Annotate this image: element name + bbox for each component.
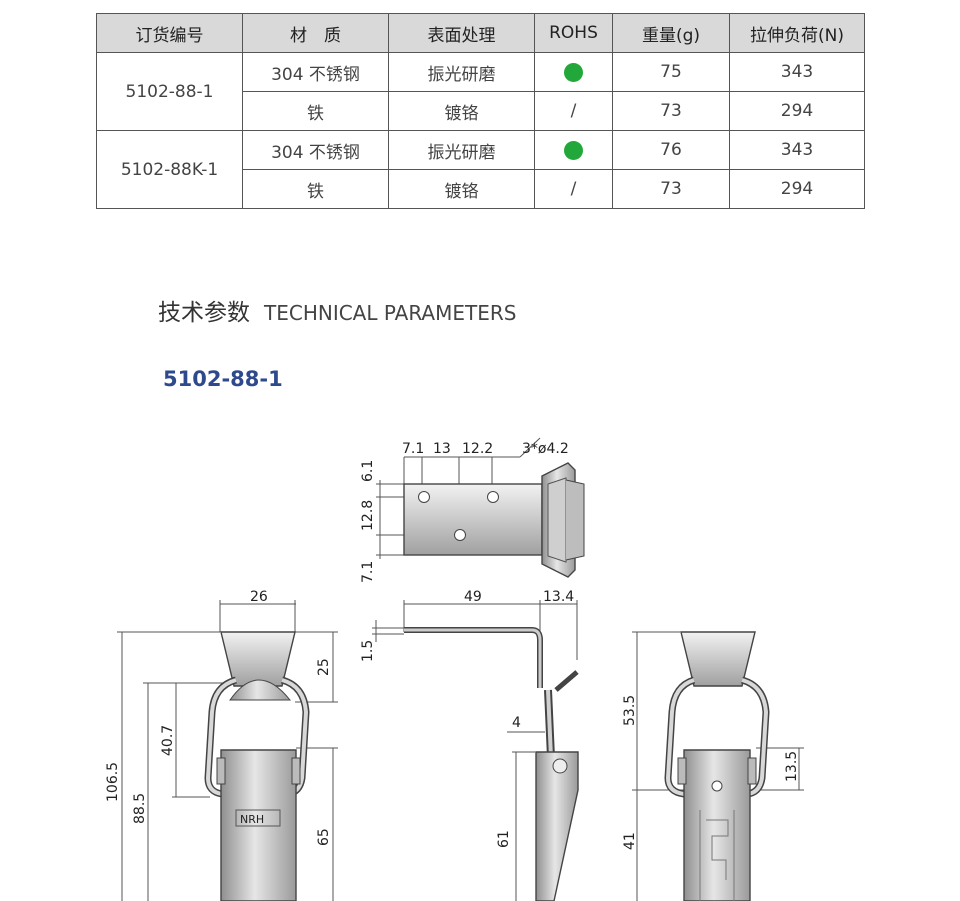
spec-table: 订货编号 材 质 表面处理 ROHS 重量(g) 拉伸负荷(N) 5102-88… [96,13,865,209]
model-title: 5102-88-1 [163,367,283,391]
section-title: 技术参数 TECHNICAL PARAMETERS [158,293,516,327]
material-cell: 铁 [242,91,389,131]
dim-label: 65 [316,828,332,846]
side-view [372,600,579,901]
rohs-cell [534,52,613,92]
dim-label: 1.5 [360,640,376,662]
dim-label: 6.1 [360,460,376,482]
dim-label: 7.1 [402,441,424,457]
header-load: 拉伸负荷(N) [729,13,865,53]
table-row: 5102-88-1 304 不锈钢 振光研磨 75 343 [96,52,865,131]
header-model: 订货编号 [96,13,243,53]
dim-label: 13.4 [543,589,574,605]
model-cell: 5102-88K-1 [96,130,243,209]
material-cell: 304 不锈钢 [242,130,389,170]
rohs-cell: / [534,169,613,209]
surface-cell: 镀铬 [388,91,535,131]
dim-label: 49 [464,589,482,605]
dim-label: 7.1 [360,561,376,583]
table-header-row: 订货编号 材 质 表面处理 ROHS 重量(g) 拉伸负荷(N) [96,13,865,53]
section-title-en: TECHNICAL PARAMETERS [264,301,517,325]
brand-logo: NRH [240,813,264,826]
dim-label: 4 [512,715,521,731]
dim-label: 53.5 [622,695,638,726]
rohs-cell [534,130,613,170]
surface-cell: 振光研磨 [388,52,535,92]
load-cell: 343 [729,52,865,92]
table-row: 5102-88K-1 304 不锈钢 振光研磨 76 343 [96,130,865,209]
rear-view [632,631,804,901]
dim-label: 26 [250,589,268,605]
dim-label: 13.5 [784,751,800,782]
top-view [376,437,585,578]
weight-cell: 73 [612,169,730,209]
rohs-cell: / [534,91,613,131]
dim-label: 61 [496,830,512,848]
dim-label: 41 [622,832,638,850]
dim-label: 12.2 [462,441,493,457]
dim-label: 12.8 [360,500,376,531]
rohs-compliant-dot [564,140,583,160]
material-cell: 铁 [242,169,389,209]
material-cell: 304 不锈钢 [242,52,389,92]
rohs-compliant-dot [564,62,583,82]
dim-label: 25 [316,658,332,676]
weight-cell: 73 [612,91,730,131]
load-cell: 343 [729,130,865,170]
table-row: 铁 镀铬 / 73 294 [97,91,865,131]
front-view [117,600,338,901]
section-title-cn: 技术参数 [158,300,250,326]
model-cell: 5102-88-1 [96,52,243,131]
dim-label: 88.5 [132,793,148,824]
load-cell: 294 [729,169,865,209]
header-weight: 重量(g) [612,13,730,53]
table-row: 铁 镀铬 / 73 294 [97,169,865,209]
surface-cell: 振光研磨 [388,130,535,170]
weight-cell: 75 [612,52,730,92]
dim-label: 13 [433,441,451,457]
dim-label: 3*ø4.2 [522,441,569,457]
dim-label: 40.7 [160,725,176,756]
dim-label: 106.5 [105,762,121,802]
surface-cell: 镀铬 [388,169,535,209]
load-cell: 294 [729,91,865,131]
weight-cell: 76 [612,130,730,170]
